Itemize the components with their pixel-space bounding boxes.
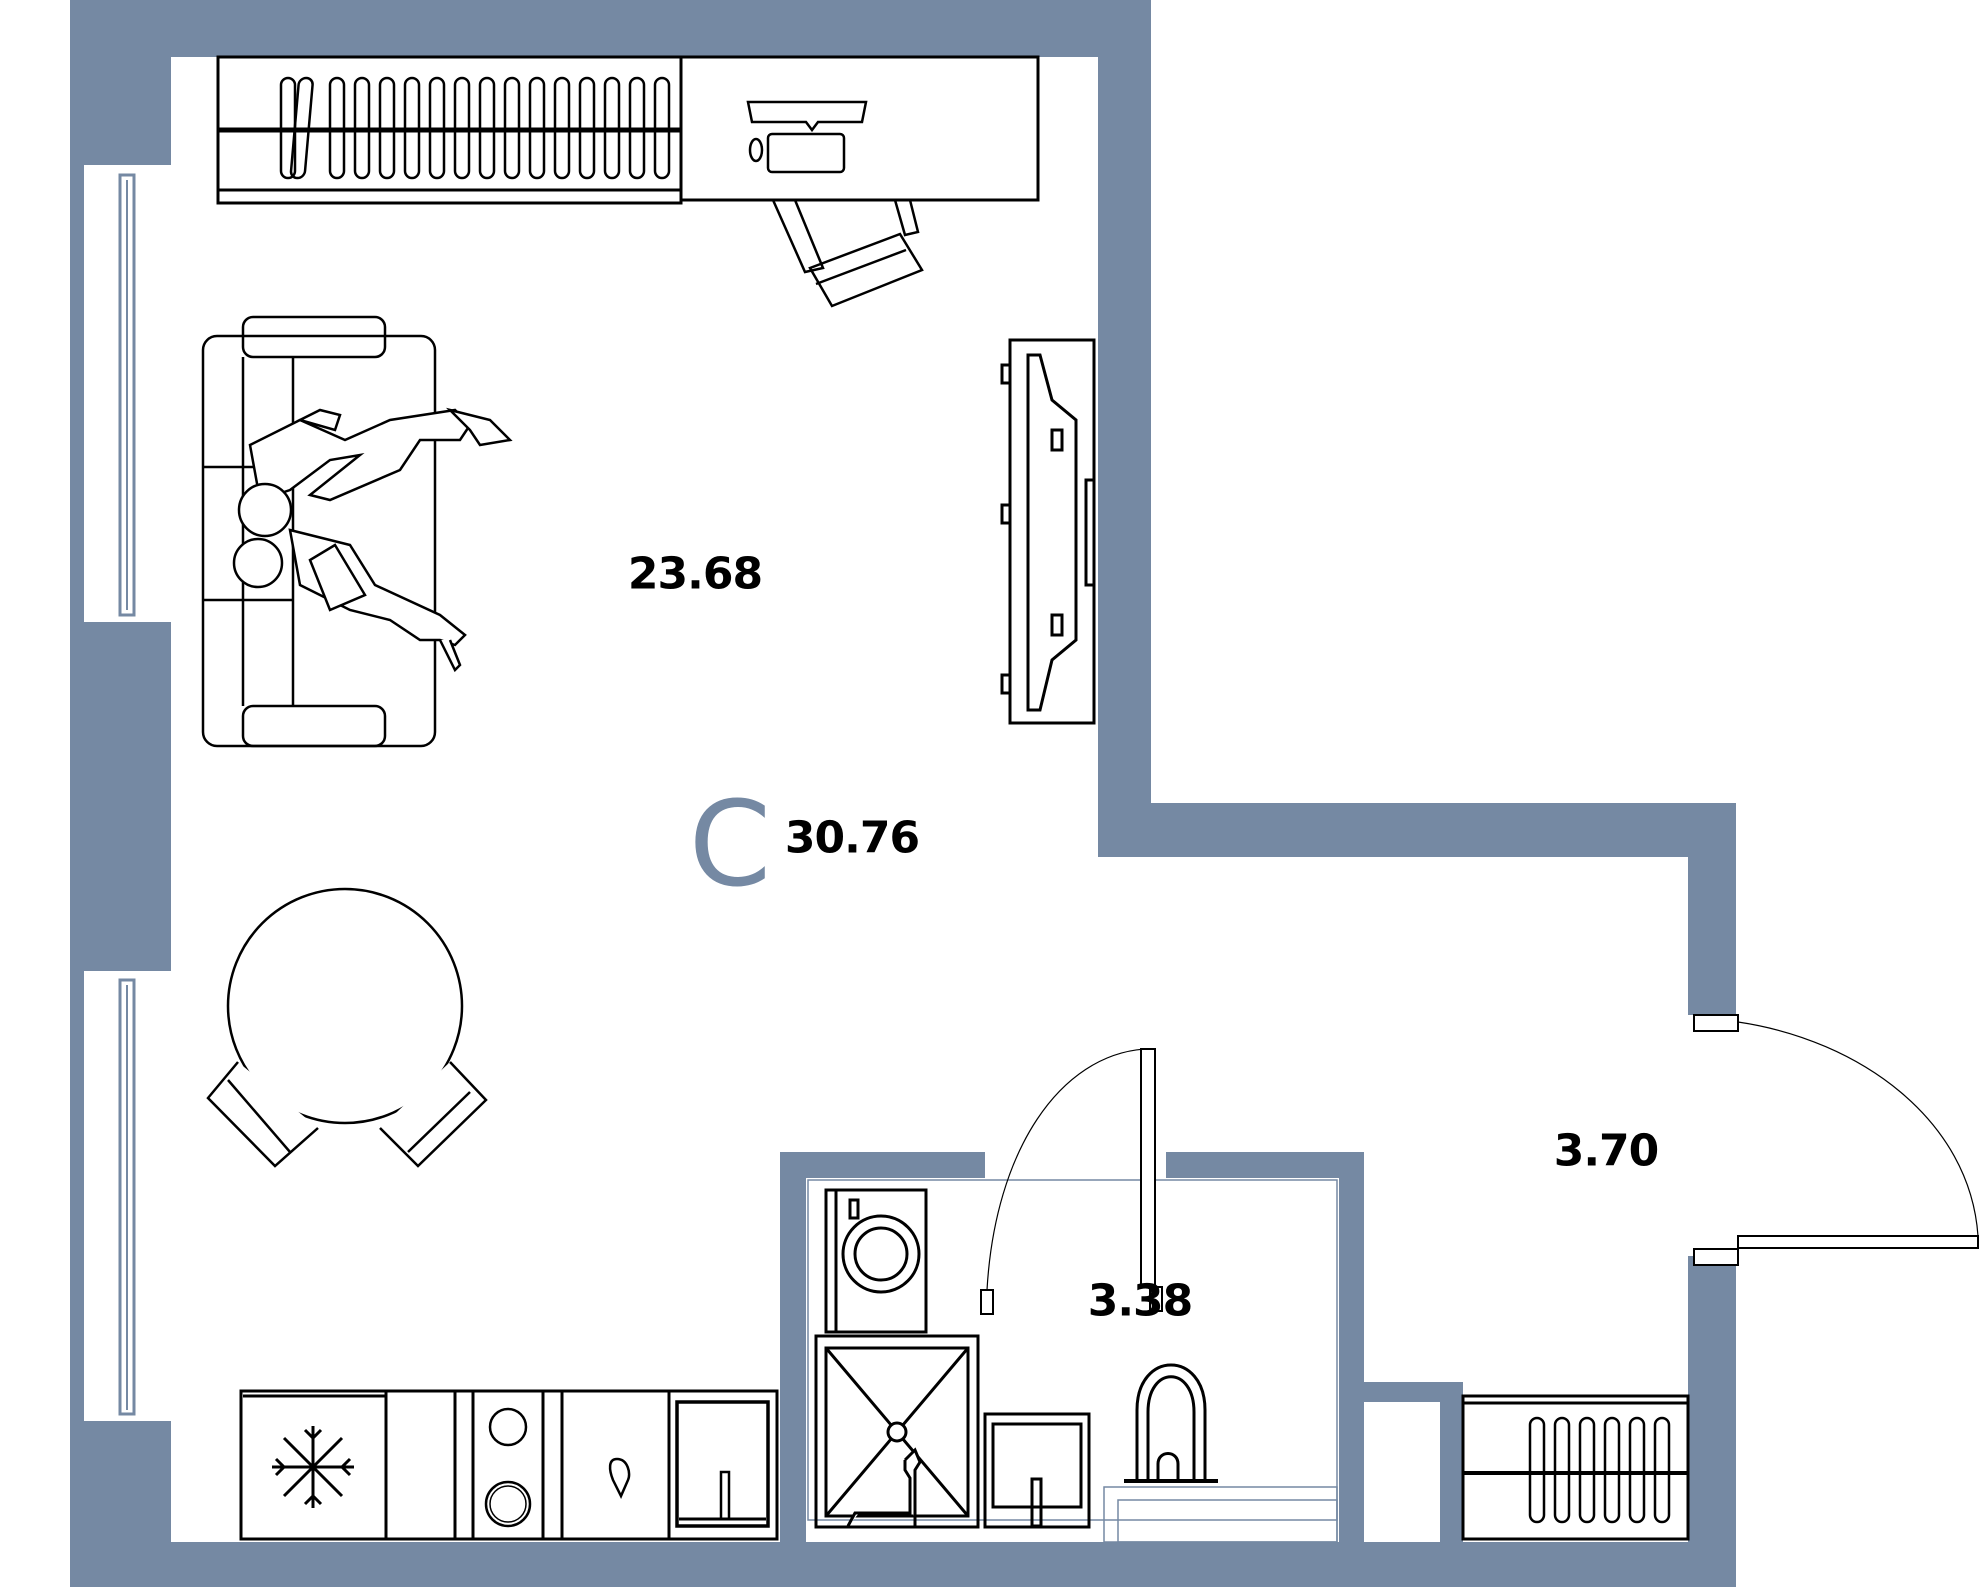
dining-table (206, 887, 488, 1168)
hallway-area-label: 3.70 (1553, 1125, 1660, 1177)
sofa (201, 315, 437, 748)
shower-tray (814, 1334, 980, 1529)
snowflake-icon (272, 1426, 354, 1508)
wardrobe (216, 55, 683, 205)
washbasin (983, 1412, 1091, 1529)
window-upper (84, 165, 171, 622)
bath-ledge (1103, 1486, 1338, 1543)
toilet (1124, 1363, 1218, 1483)
tv-stand (1000, 338, 1096, 725)
kitchen-counter (239, 1389, 779, 1541)
desk (679, 55, 1040, 202)
hall-wardrobe (1461, 1394, 1690, 1541)
washing-machine (824, 1188, 928, 1334)
apartment-type-label: C (688, 775, 772, 913)
window-lower (84, 971, 171, 1421)
people-on-sofa (232, 407, 513, 673)
entrance-door[interactable] (1693, 1014, 1979, 1266)
desk-chair (771, 199, 924, 308)
living-area-label: 23.68 (627, 548, 763, 600)
bathroom-inner-lines (807, 1179, 1338, 1521)
bathroom-area-label: 3.38 (1087, 1275, 1194, 1327)
bathroom-door (980, 1048, 1163, 1315)
total-area-label: 30.76 (784, 812, 920, 864)
